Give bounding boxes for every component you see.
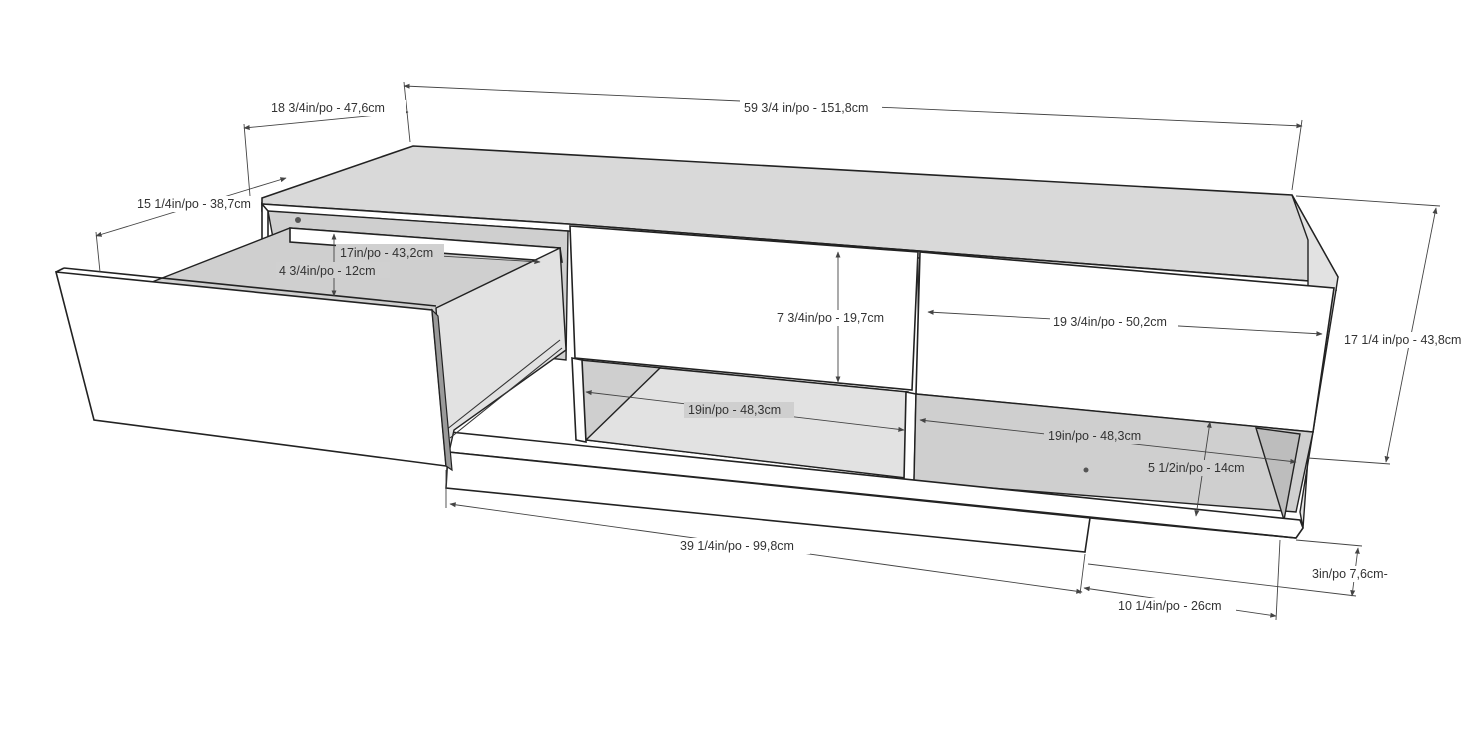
middle-door bbox=[569, 225, 919, 391]
left-inner-side bbox=[261, 201, 269, 241]
label-door-height: 7 3/4in/po - 19,7cm bbox=[777, 311, 884, 325]
label-right-shelf-width: 19in/po - 48,3cm bbox=[1048, 429, 1141, 443]
label-base-height: 3in/po 7,6cm- bbox=[1312, 567, 1388, 581]
dimension-labels: 59 3/4 in/po - 151,8cm 18 3/4in/po - 47,… bbox=[134, 100, 1470, 614]
label-overall-width: 59 3/4 in/po - 151,8cm bbox=[744, 101, 868, 115]
label-drawer-inner-depth: 17in/po - 43,2cm bbox=[340, 246, 433, 260]
left-divider bbox=[571, 357, 587, 443]
label-overall-depth: 18 3/4in/po - 47,6cm bbox=[271, 101, 385, 115]
label-left-shelf-width: 19in/po - 48,3cm bbox=[688, 403, 781, 417]
label-base-width: 39 1/4in/po - 99,8cm bbox=[680, 539, 794, 553]
label-drawer-depth: 15 1/4in/po - 38,7cm bbox=[137, 197, 251, 211]
label-drawer-inner-height: 4 3/4in/po - 12cm bbox=[279, 264, 376, 278]
label-base-offset: 10 1/4in/po - 26cm bbox=[1118, 599, 1222, 613]
label-shelf-height: 5 1/2in/po - 14cm bbox=[1148, 461, 1245, 475]
label-door-width: 19 3/4in/po - 50,2cm bbox=[1053, 315, 1167, 329]
label-overall-height: 17 1/4 in/po - 43,8cm bbox=[1344, 333, 1461, 347]
drawer-front-edge bbox=[431, 308, 453, 472]
